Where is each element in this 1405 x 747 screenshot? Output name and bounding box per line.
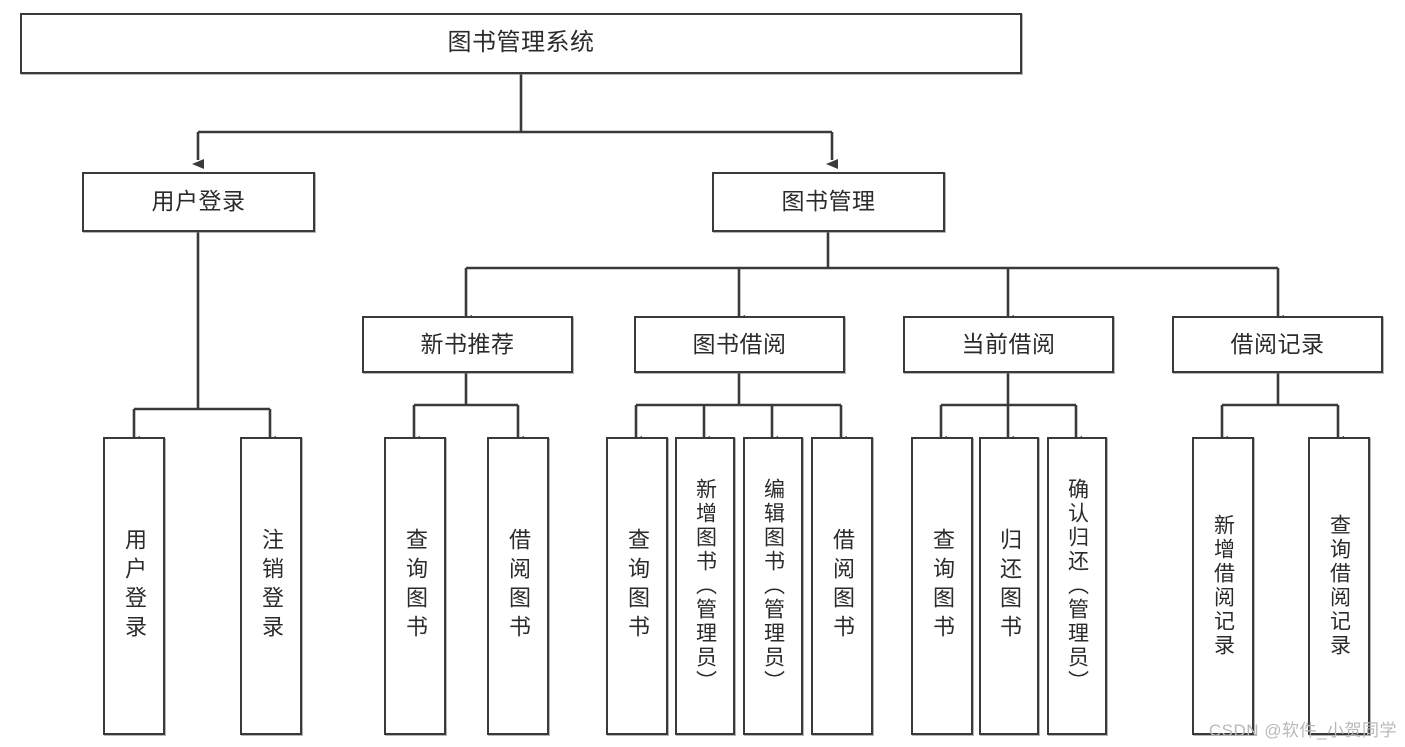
node-leaf-borrow-book-2-label: 借阅图书 [830,528,855,644]
node-leaf-borrow-book-1[interactable]: 借阅图书 [487,437,549,735]
node-leaf-add-book[interactable]: 新增图书（管理员） [675,437,735,735]
node-leaf-query-book-2[interactable]: 查询图书 [606,437,668,735]
node-leaf-query-book-3-label: 查询图书 [930,528,955,644]
node-new-book-rec-label: 新书推荐 [420,330,515,357]
node-leaf-query-book-1-label: 查询图书 [403,528,428,644]
node-borrow-record-label: 借阅记录 [1230,330,1325,357]
node-user-login-label: 用户登录 [151,188,246,215]
node-book-borrow-label: 图书借阅 [692,330,787,357]
node-current-borrow-label: 当前借阅 [961,330,1056,357]
node-leaf-query-book-3[interactable]: 查询图书 [911,437,973,735]
node-book-manage[interactable]: 图书管理 [712,172,945,232]
node-leaf-logout[interactable]: 注销登录 [240,437,302,735]
node-leaf-add-book-label: 新增图书（管理员） [693,478,717,694]
node-leaf-query-record[interactable]: 查询借阅记录 [1308,437,1370,735]
node-leaf-logout-label: 注销登录 [259,528,284,644]
node-leaf-return-book-label: 归还图书 [997,528,1022,644]
node-leaf-edit-book-label: 编辑图书（管理员） [761,478,785,694]
watermark: CSDN @软件_小贺同学 [1208,721,1397,740]
node-leaf-add-record[interactable]: 新增借阅记录 [1192,437,1254,735]
node-root-label: 图书管理系统 [447,29,595,57]
node-leaf-add-record-label: 新增借阅记录 [1211,514,1235,658]
node-leaf-confirm-return[interactable]: 确认归还（管理员） [1047,437,1107,735]
node-leaf-confirm-return-label: 确认归还（管理员） [1065,478,1089,694]
node-leaf-query-record-label: 查询借阅记录 [1327,514,1351,658]
node-leaf-user-login-label: 用户登录 [122,528,147,644]
node-root[interactable]: 图书管理系统 [20,13,1022,74]
node-book-borrow[interactable]: 图书借阅 [634,316,845,373]
node-book-manage-label: 图书管理 [781,188,876,215]
node-borrow-record[interactable]: 借阅记录 [1172,316,1383,373]
node-leaf-return-book[interactable]: 归还图书 [979,437,1039,735]
node-leaf-query-book-2-label: 查询图书 [625,528,650,644]
node-leaf-borrow-book-2[interactable]: 借阅图书 [811,437,873,735]
node-new-book-rec[interactable]: 新书推荐 [362,316,573,373]
node-leaf-user-login[interactable]: 用户登录 [103,437,165,735]
node-leaf-edit-book[interactable]: 编辑图书（管理员） [743,437,803,735]
node-current-borrow[interactable]: 当前借阅 [903,316,1114,373]
node-user-login[interactable]: 用户登录 [82,172,315,232]
node-leaf-query-book-1[interactable]: 查询图书 [384,437,446,735]
node-leaf-borrow-book-1-label: 借阅图书 [506,528,531,644]
